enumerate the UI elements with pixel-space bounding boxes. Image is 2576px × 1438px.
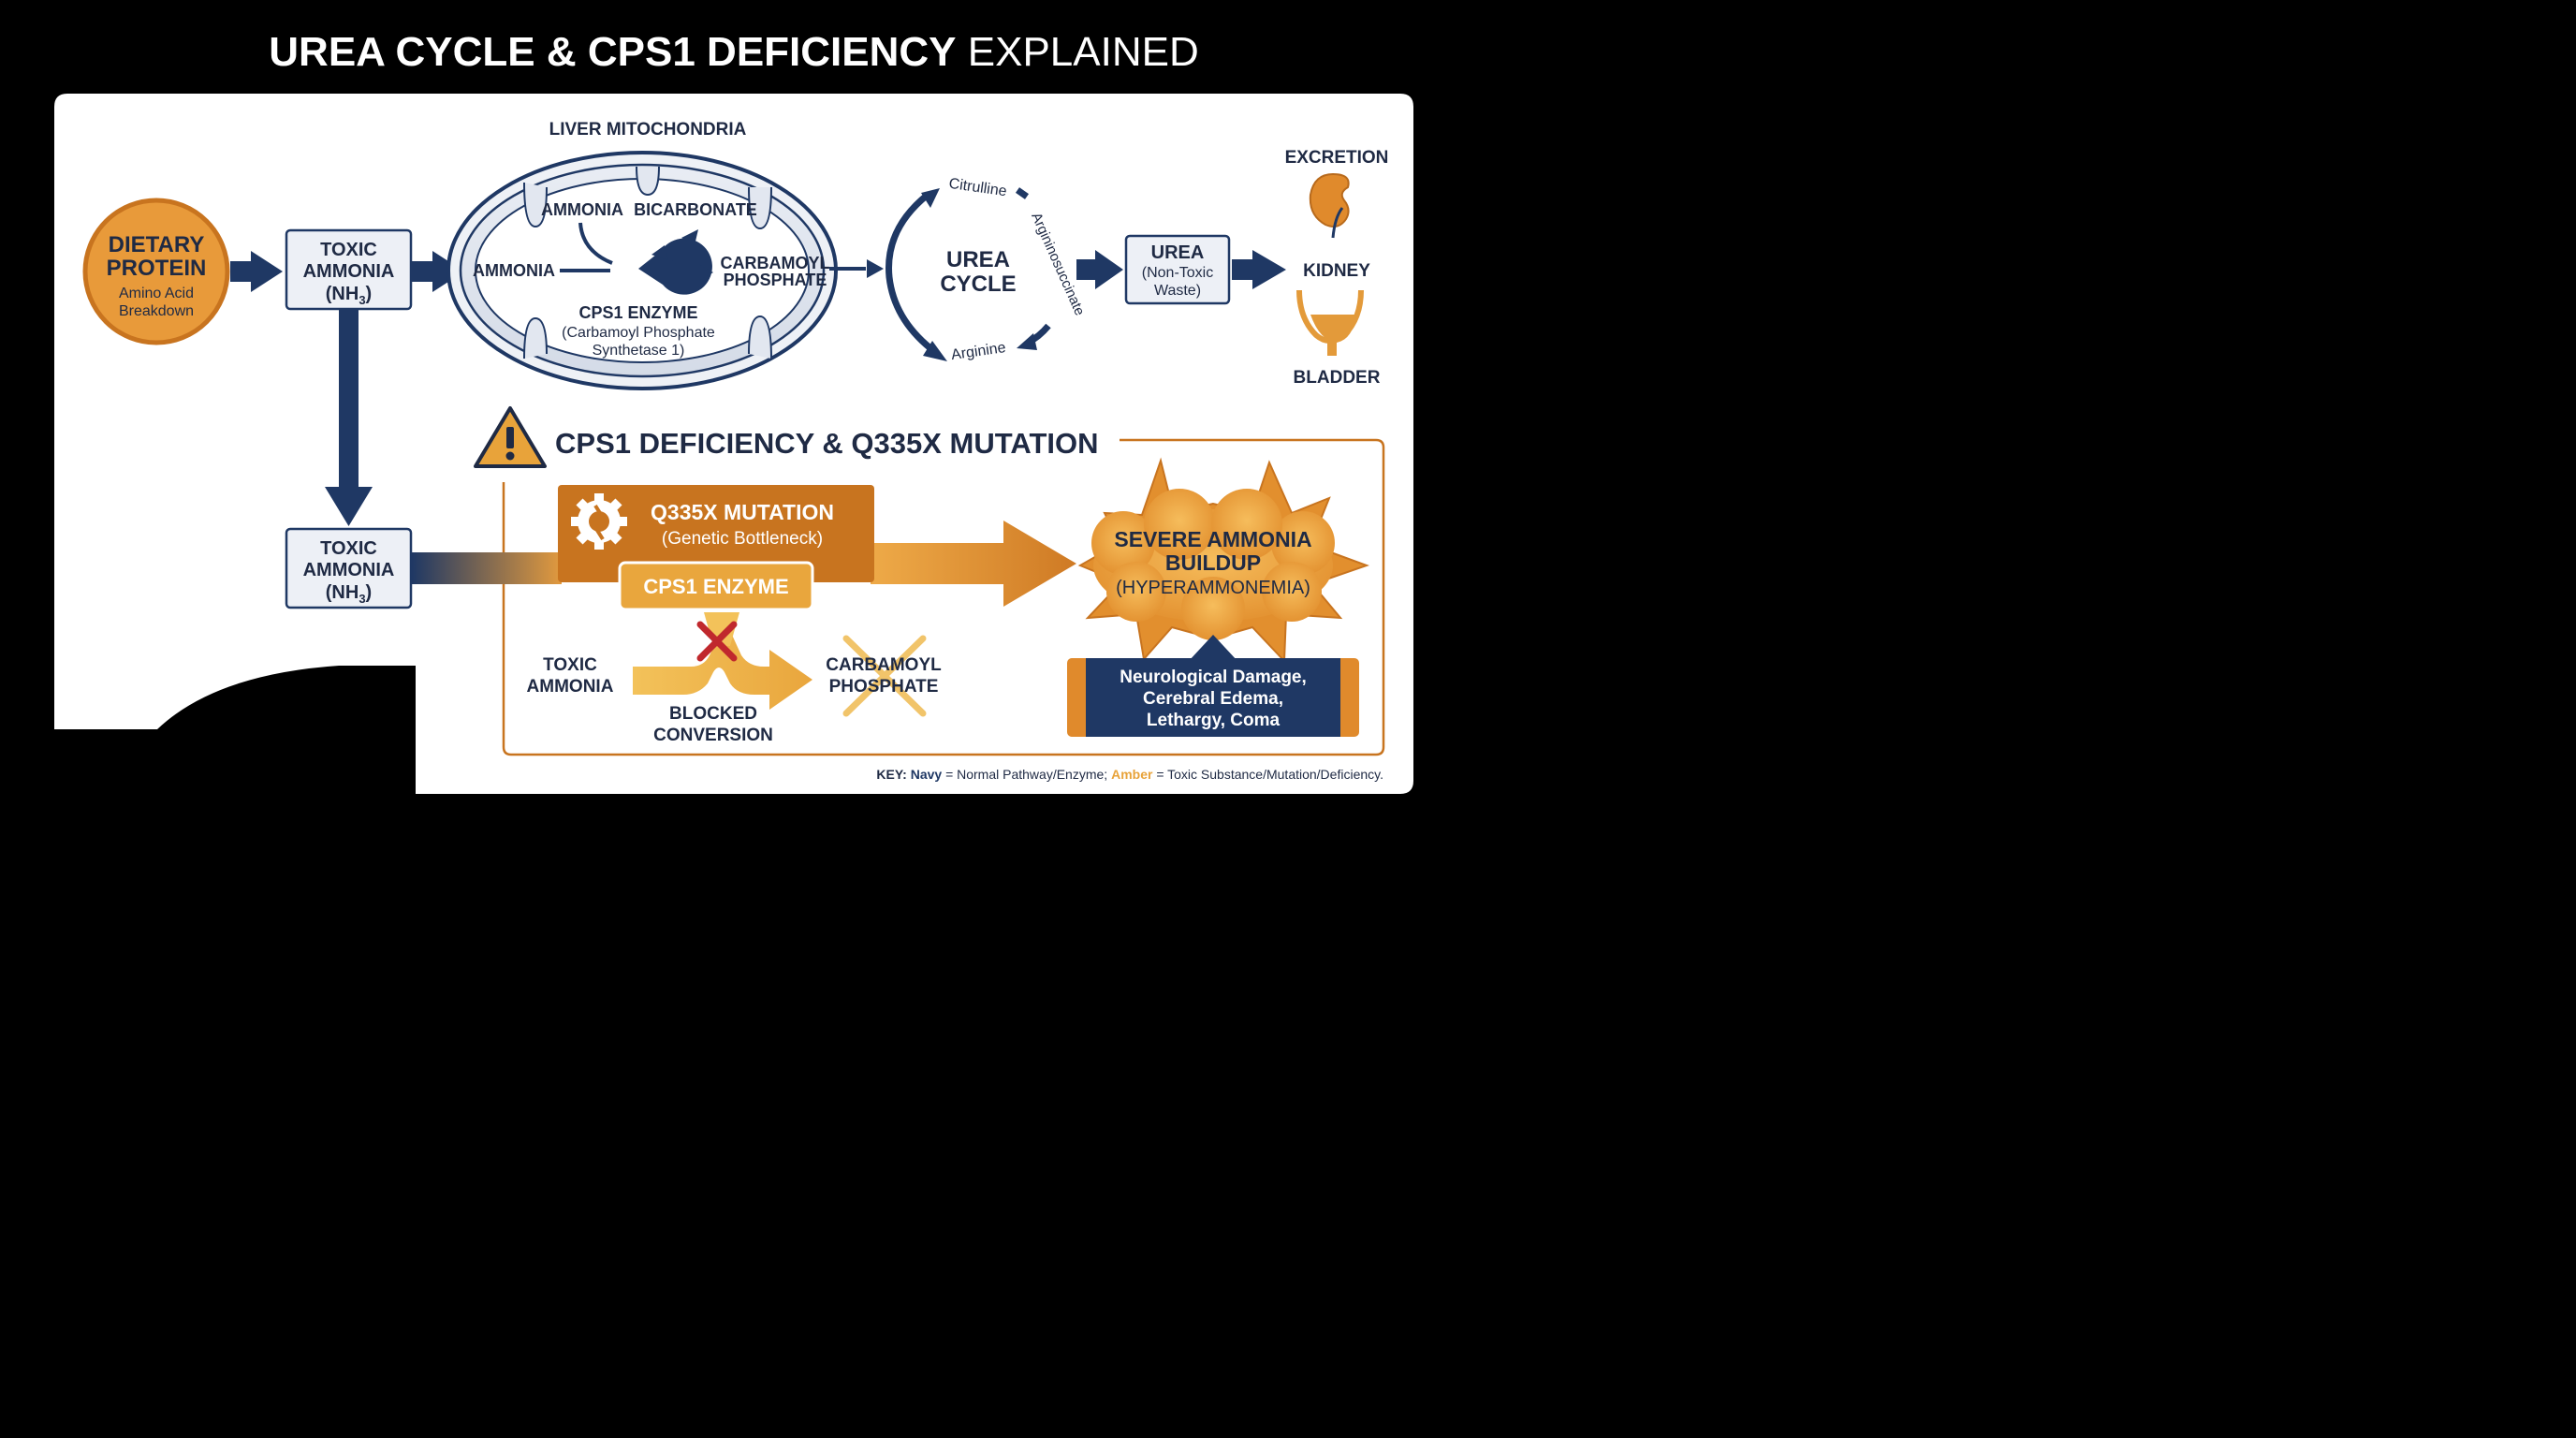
mito-bicarbonate: BICARBONATE [634, 200, 757, 219]
arrow-protein-to-ammonia [230, 251, 283, 292]
blocked-flow-shape [633, 629, 812, 710]
toxic-bottom-line-2: AMMONIA [303, 560, 395, 580]
cps1-enzyme-box [618, 561, 814, 611]
effects-line-2: Cerebral Edema, [1143, 689, 1283, 709]
enzyme-sub-2: Synthetase 1) [593, 343, 685, 359]
arrow-urea-to-kidney [1232, 250, 1286, 289]
kidney-icon [1309, 172, 1350, 239]
toxic-top-formula: (NH3) [326, 284, 372, 307]
buildup-line-2: BUILDUP [1165, 550, 1261, 575]
arrow-cycle-to-urea [1076, 250, 1123, 289]
flow-to-carbamoyl-head [698, 264, 713, 281]
blocked-toxic-2: AMMONIA [527, 677, 614, 697]
deficiency-header: CPS1 DEFICIENCY & Q335X MUTATION [555, 427, 1099, 460]
buildup-line-1: SEVERE AMMONIA [1114, 527, 1311, 551]
toxic-ammonia-top-box [285, 228, 413, 311]
title-light: EXPLAINED [967, 29, 1199, 75]
kidney-label: KIDNEY [1303, 261, 1370, 281]
toxic-bottom-formula: (NH3) [326, 582, 372, 606]
enzyme-title: CPS1 ENZYME [578, 303, 697, 322]
enzyme-sub-1: (Carbamoyl Phosphate [562, 325, 715, 341]
dietary-protein-circle [82, 198, 230, 345]
enzyme-fragment-icon [651, 245, 668, 260]
excretion-label: EXCRETION [1285, 148, 1389, 168]
effects-box [1086, 658, 1340, 737]
toxic-top-line-2: AMMONIA [303, 261, 395, 282]
diagram-canvas: DIETARY PROTEIN Amino Acid Breakdown TOX… [54, 94, 1413, 794]
cycle-title-2: CYCLE [940, 271, 1016, 297]
buildup-burst [1077, 457, 1369, 664]
cycle-title-1: UREA [946, 247, 1010, 272]
gradient-flow-bar [412, 552, 562, 584]
effects-pointer [1189, 635, 1237, 661]
mito-carbamoyl-2: PHOSPHATE [724, 271, 827, 289]
dietary-title-2: PROTEIN [107, 256, 207, 281]
mutation-title: Q335X MUTATION [651, 500, 834, 524]
blocked-carbamoyl-1: CARBAMOYL [826, 655, 942, 675]
title-bold: UREA CYCLE & CPS1 DEFICIENCY [269, 29, 957, 75]
urea-sub-2: Waste) [1154, 283, 1201, 299]
buildup-line-3: (HYPERAMMONEMIA) [1116, 578, 1310, 598]
cps1-enzyme-icon [638, 238, 712, 295]
arrow-ammonia-to-mitochondria [412, 251, 464, 292]
dietary-sub-1: Amino Acid [119, 286, 194, 301]
blocked-carbamoyl-2: PHOSPHATE [829, 677, 939, 697]
diagram-stage: UREA CYCLE & CPS1 DEFICIENCY EXPLAINED [0, 0, 1468, 819]
blocked-label-1: BLOCKED [669, 704, 757, 724]
arrow-ammonia-down [325, 310, 373, 526]
effects-line-1: Neurological Damage, [1120, 668, 1307, 687]
toxic-ammonia-bottom-box [285, 527, 413, 609]
cps1-enzyme-label: CPS1 ENZYME [643, 575, 788, 598]
deficiency-frame [502, 438, 1385, 756]
arrow-mito-to-cycle-head [867, 259, 884, 278]
blocked-label-2: CONVERSION [653, 726, 773, 745]
urea-sub-1: (Non-Toxic [1142, 265, 1213, 281]
toxic-bottom-line-1: TOXIC [320, 538, 377, 559]
flow-bicarbonate [672, 238, 693, 264]
toxic-top-line-1: TOXIC [320, 240, 377, 260]
page-title: UREA CYCLE & CPS1 DEFICIENCY EXPLAINED [0, 26, 1468, 79]
dietary-sub-2: Breakdown [119, 303, 194, 319]
broken-gear-icon [571, 493, 627, 550]
key-legend: KEY: Navy = Normal Pathway/Enzyme; Amber… [876, 767, 1383, 782]
mito-ammonia-left: AMMONIA [473, 261, 555, 280]
mitochondria-label: LIVER MITOCHONDRIA [549, 120, 747, 139]
mito-carbamoyl-1: CARBAMOYL [721, 254, 830, 272]
bladder-label: BLADDER [1294, 368, 1381, 388]
blocked-toxic-1: TOXIC [543, 655, 597, 675]
flow-ammonia-curve [578, 222, 613, 265]
red-x-icon [696, 621, 738, 662]
mutation-sub: (Genetic Bottleneck) [662, 529, 823, 549]
bladder-icon [1296, 289, 1364, 356]
mito-ammonia-inner: AMMONIA [541, 200, 623, 219]
urea-box [1124, 234, 1231, 305]
arrow-to-buildup [871, 521, 1076, 607]
effects-line-3: Lethargy, Coma [1147, 711, 1281, 730]
flow-bicarbonate-head [681, 229, 698, 245]
cross-out-icon [842, 635, 927, 717]
urea-title: UREA [1151, 242, 1205, 263]
urea-cycle-ring [886, 187, 1051, 361]
mutation-box [558, 485, 874, 582]
warning-icon [474, 406, 547, 468]
dietary-title-1: DIETARY [109, 232, 205, 257]
